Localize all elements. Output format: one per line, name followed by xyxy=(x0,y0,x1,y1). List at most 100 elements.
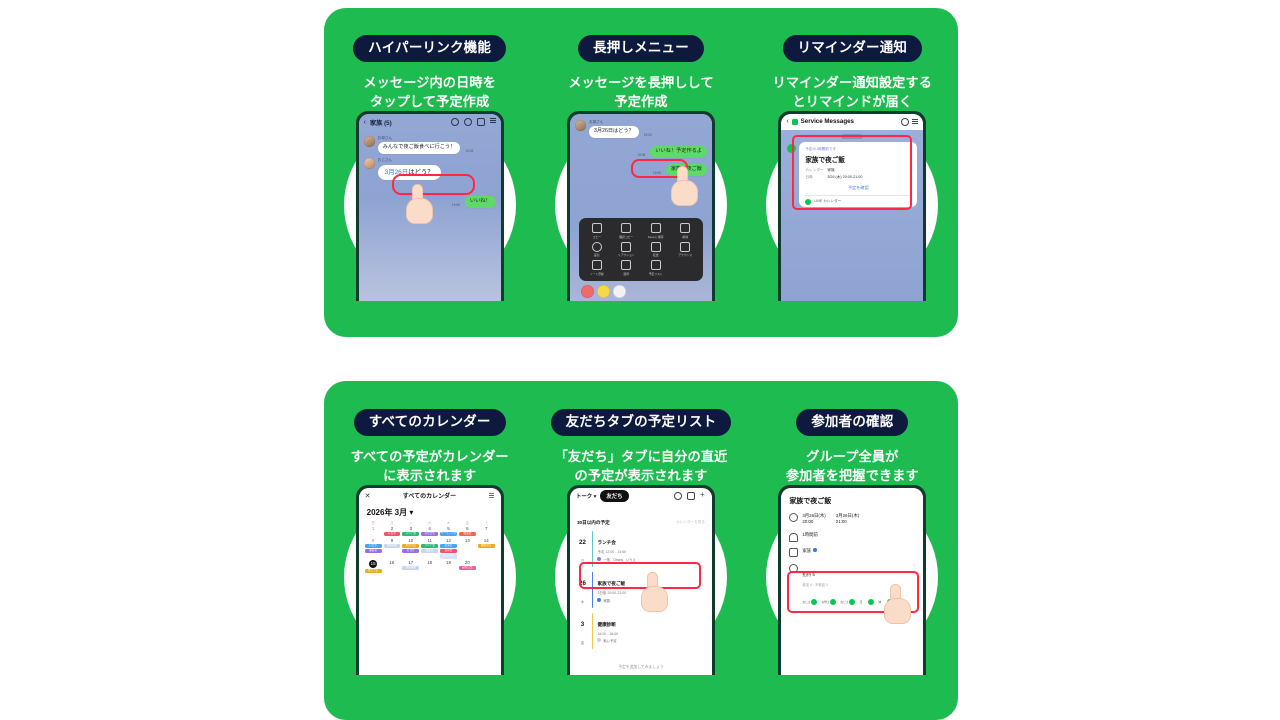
menu-item[interactable]: リアクション xyxy=(611,241,641,257)
calendar-event-chip[interactable]: 外出予定 xyxy=(402,543,420,549)
schedule-list-item[interactable]: 22 日 ランチ会 予定 12:00 - 13:00 一条、Ohara、いうえ xyxy=(570,529,712,570)
chevron-left-icon[interactable]: ‹ xyxy=(786,118,789,126)
calendar-event-chip[interactable]: ランチ会 xyxy=(402,532,420,537)
menu-icon[interactable] xyxy=(489,118,496,124)
view-calendar-link[interactable]: カレンダーを見る xyxy=(676,520,705,525)
calendar-day-cell[interactable]: 19 xyxy=(439,559,458,574)
search-icon[interactable] xyxy=(901,117,910,126)
calendar-event-chip[interactable]: ランチ会 xyxy=(421,543,439,549)
menu-icon[interactable]: ☰ xyxy=(488,492,495,500)
menu-item[interactable]: 削除 xyxy=(670,223,700,239)
calendar-event-chip[interactable]: 歯医者 xyxy=(421,549,439,554)
calendar-event-chip[interactable]: 歓迎会 xyxy=(458,532,476,537)
chat-icon[interactable] xyxy=(686,491,695,500)
card-subtitle: 「友だち」タブに自分の直近 の予定が表示されます xyxy=(554,448,728,483)
calendar-event-chip[interactable]: 誕生日会 xyxy=(458,566,476,571)
chevron-right-icon: › xyxy=(910,199,912,204)
calendar-day-cell[interactable]: 7 xyxy=(477,525,496,537)
calendar-event-chip[interactable]: 健康診断 xyxy=(402,566,420,571)
message-bubble-selected[interactable]: 家族で夜ご飯 xyxy=(665,164,707,177)
message-bubble-hyperlink[interactable]: 3月26日はどう？ xyxy=(377,164,441,181)
calendar-event-chip[interactable]: 打ち合せ xyxy=(421,532,439,537)
menu-item-label: コピー xyxy=(592,234,601,239)
message-bubble[interactable]: いいね！予定作るよ xyxy=(650,146,707,159)
menu-item[interactable]: 選択 xyxy=(611,260,641,276)
calendar-event-chip[interactable]: 歯医者 xyxy=(364,549,382,554)
calendar-event-chip[interactable]: 打合せ xyxy=(402,549,420,554)
menu-item[interactable]: 翻訳コピー xyxy=(611,223,641,239)
menu-item[interactable]: 転送 xyxy=(641,241,671,257)
chevron-right-icon[interactable]: › xyxy=(913,563,916,569)
calendar-day-cell[interactable]: 1 xyxy=(364,525,383,537)
participant-avatar[interactable]: 姉 xyxy=(878,590,895,608)
calendar-event-chip[interactable]: ミーティング xyxy=(440,532,457,537)
check-badge-icon xyxy=(886,597,895,606)
calendar-event-chip[interactable]: 外出予定 xyxy=(364,569,382,574)
video-icon[interactable] xyxy=(476,118,485,127)
add-schedule-hint[interactable]: 予定を追加してみましょう xyxy=(618,664,664,669)
participant-avatar[interactable]: 兄 xyxy=(859,590,876,608)
service-header: ‹ Service Messages xyxy=(781,113,924,130)
calendar-event-chip[interactable]: 打ち合せ xyxy=(440,554,457,559)
refresh-icon[interactable] xyxy=(673,491,682,500)
tab-talk[interactable]: トーク ▾ xyxy=(575,493,597,500)
confirm-schedule-link[interactable]: 予定を確認 xyxy=(847,185,869,191)
participant-avatar[interactable]: おじさん xyxy=(840,590,857,608)
event-participants-row[interactable]: 招待 5 参加 4・不参加 0 おじさん お母さん おじさん 兄 姉 xyxy=(789,563,915,608)
calendar-day-cell[interactable]: 16 xyxy=(383,559,402,574)
calendar-event-chip[interactable]: 出張日 xyxy=(440,543,457,549)
emoji-smile-icon[interactable] xyxy=(596,284,610,298)
participant-avatar[interactable]: おじさん xyxy=(802,590,819,608)
date-hyperlink[interactable]: 3月26日 xyxy=(384,168,409,176)
calendar-month[interactable]: 2026年 3月 ▾ xyxy=(366,507,414,517)
calendar-day-cell[interactable]: 18 xyxy=(420,559,439,574)
menu-item[interactable]: 返信 xyxy=(582,241,612,257)
search-icon[interactable] xyxy=(450,118,459,127)
chevron-left-icon[interactable]: ‹ xyxy=(363,118,366,126)
participant-avatar[interactable]: お母さん xyxy=(821,590,838,608)
reply-icon xyxy=(591,241,602,252)
menu-item[interactable]: アナウンス xyxy=(670,241,700,257)
message-bubble[interactable]: いいね！ xyxy=(464,196,496,209)
message-bubble[interactable]: みんなで夜ご飯食べに行こう！ xyxy=(377,142,461,155)
menu-icon[interactable] xyxy=(912,119,919,125)
calendar-event-chip[interactable]: 映画の日 xyxy=(477,543,495,549)
call-icon[interactable] xyxy=(463,118,472,127)
chat-message-row: おじさん 3月26日はどう？ xyxy=(363,158,496,181)
calendar-event-chip[interactable]: 打合せ xyxy=(383,532,401,537)
menu-item[interactable]: Keep に保存 xyxy=(641,223,671,239)
calendar-event-chip[interactable]: 健康診断 xyxy=(383,543,401,549)
reminder-footer[interactable]: LINE カレンダー › xyxy=(805,195,912,205)
calendar-event-chip[interactable]: 送別会 xyxy=(440,549,457,554)
schedule-list-item[interactable]: 3 金 健康診断 15:00 - 16:00 私い予定 xyxy=(570,611,712,652)
emoji-surprise-icon[interactable] xyxy=(612,284,626,298)
menu-item[interactable]: 予定リスト xyxy=(641,260,671,276)
calendar-day-number: 15 xyxy=(369,560,378,569)
calendar-event-chip[interactable]: 打合せ xyxy=(364,543,382,549)
item-day: 26 xyxy=(579,580,586,588)
tab-friends[interactable]: 友だち xyxy=(600,489,629,502)
menu-item[interactable]: ノート登録 xyxy=(582,260,612,276)
emoji-heart-icon[interactable] xyxy=(580,284,594,298)
close-icon[interactable]: ✕ xyxy=(364,492,371,500)
message-bubble[interactable]: 3月26日はどう？ xyxy=(588,126,639,139)
plus-icon[interactable]: + xyxy=(699,489,705,499)
menu-item[interactable]: コピー xyxy=(582,223,612,239)
schedule-list-item-highlighted[interactable]: 26 木 家族で夜ご飯 3日後 20:00-21:00 家族 xyxy=(570,570,712,611)
calendar-day-cell[interactable]: 13 xyxy=(458,536,477,558)
